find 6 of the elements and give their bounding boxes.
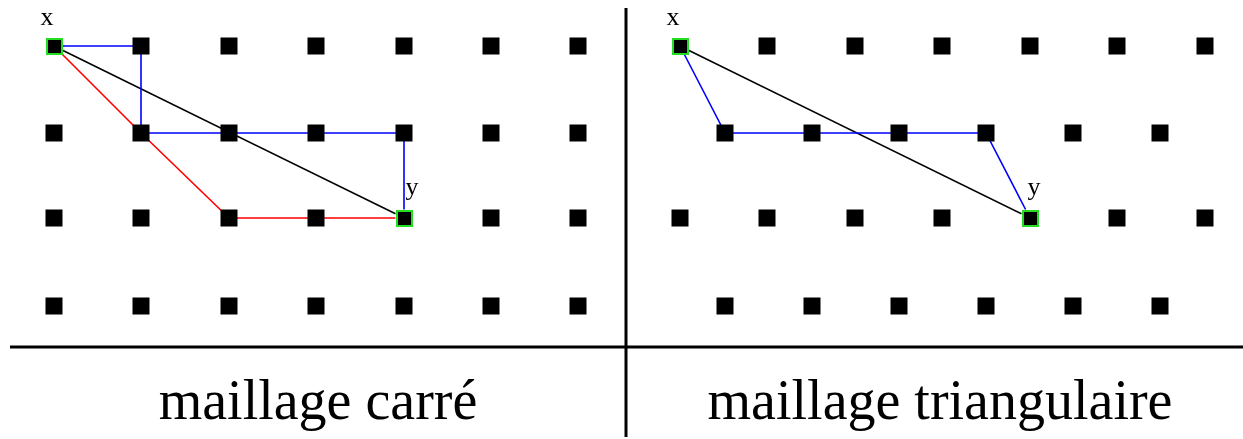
point-label: y bbox=[1027, 173, 1041, 200]
point-label: x bbox=[40, 3, 54, 30]
point-label: y bbox=[405, 173, 419, 200]
caption-text: maillage carré bbox=[158, 370, 478, 430]
caption-text: maillage triangulaire bbox=[707, 370, 1173, 430]
point-label: x bbox=[666, 3, 680, 30]
